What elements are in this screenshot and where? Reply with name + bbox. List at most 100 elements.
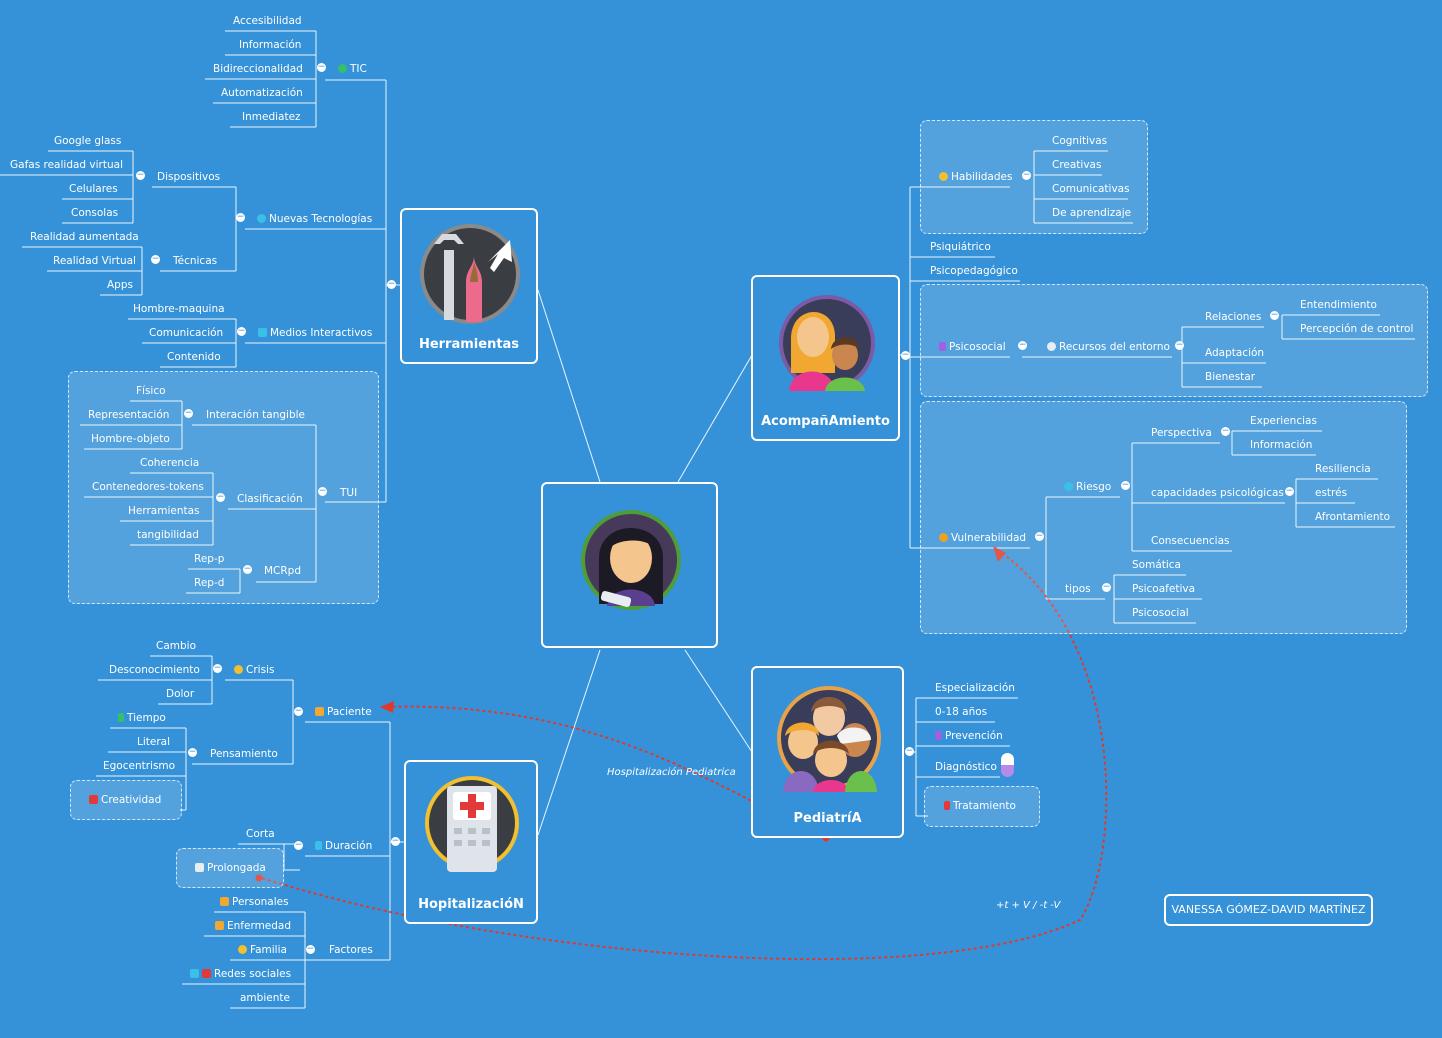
author-label[interactable]: VANESSA GÓMEZ-DAVID MARTÍNEZ [1164,894,1373,926]
capacidades-item[interactable]: Resiliencia [1315,463,1371,475]
collapse-toggle[interactable]: − [184,408,193,418]
habilidades-item[interactable]: Creativas [1052,159,1102,171]
collapse-toggle[interactable]: − [387,279,396,289]
collapse-toggle[interactable]: − [188,747,197,757]
tic-item[interactable]: Bidireccionalidad [213,63,303,75]
collapse-toggle[interactable]: − [391,836,400,846]
tic-item[interactable]: Inmediatez [242,111,301,123]
habilidades-topic[interactable]: Habilidades [939,170,1012,184]
diagnostico-topic[interactable]: Diagnóstico [935,761,997,773]
adaptacion-topic[interactable]: Adaptación [1205,347,1265,359]
collapse-toggle[interactable]: − [1102,582,1111,592]
medios-topic[interactable]: Medios Interactivos [258,326,372,340]
pensamiento-item[interactable]: Literal [137,736,171,748]
relaciones-item[interactable]: Percepción de control [1300,323,1414,335]
familia-topic[interactable]: Familia [238,943,287,957]
psicopedagogico-topic[interactable]: Psicopedagógico [930,265,1018,277]
psicosocial-topic[interactable]: Psicosocial [939,340,1006,354]
collapse-toggle[interactable]: − [901,350,910,360]
vulnerabilidad-topic[interactable]: Vulnerabilidad [939,531,1026,545]
medios-item[interactable]: Contenido [167,351,221,363]
pensamiento-topic[interactable]: Pensamiento [210,748,278,760]
factores-topic[interactable]: Factores [329,944,373,956]
perspectiva-topic[interactable]: Perspectiva [1151,427,1212,439]
collapse-toggle[interactable]: − [1285,486,1294,496]
hospitalizacion-card[interactable]: HopitalizacióN [404,760,538,924]
crisis-item[interactable]: Desconocimiento [109,664,200,676]
clasificacion-item[interactable]: tangibilidad [137,529,199,541]
collapse-toggle[interactable]: − [294,840,303,850]
collapse-toggle[interactable]: − [1035,531,1044,541]
collapse-toggle[interactable]: − [294,706,303,716]
prolongada-topic[interactable]: Prolongada [195,861,266,875]
collapse-toggle[interactable]: − [1175,340,1184,350]
nuevas-tecnologias-topic[interactable]: Nuevas Tecnologías [257,212,372,226]
central-topic-card[interactable] [541,482,718,648]
tic-item[interactable]: Accesibilidad [233,15,302,27]
pensamiento-item[interactable]: Egocentrismo [103,760,176,772]
acompanamiento-card[interactable]: AcompañAmiento [751,275,900,441]
collapse-toggle[interactable]: − [318,486,327,496]
dispositivos-topic[interactable]: Dispositivos [157,171,221,183]
crisis-item[interactable]: Cambio [156,640,197,652]
collapse-toggle[interactable]: − [1018,340,1027,350]
tui-topic[interactable]: TUI [340,487,358,499]
relation-label-hospitalizacion-pediatrica[interactable]: Hospitalización Pediatrica [607,767,736,778]
collapse-toggle[interactable]: − [317,62,326,72]
duracion-item[interactable]: Corta [246,828,275,840]
interaccion-item[interactable]: Físico [136,385,166,397]
tratamiento-topic[interactable]: Tratamiento [944,799,1016,813]
tic-item[interactable]: Información [239,39,302,51]
collapse-toggle[interactable]: − [1022,170,1031,180]
prevencion-topic[interactable]: Prevención [935,729,1003,743]
mcrpd-topic[interactable]: MCRpd [264,565,302,577]
clasificacion-topic[interactable]: Clasificación [237,493,303,505]
perspectiva-item[interactable]: Experiencias [1250,415,1317,427]
tecnicas-topic[interactable]: Técnicas [173,255,218,267]
tecnicas-item[interactable]: Apps [107,279,133,291]
crisis-topic[interactable]: Crisis [234,663,274,677]
tipos-item[interactable]: Somática [1132,559,1181,571]
pediatria-item[interactable]: 0-18 años [935,706,988,718]
consecuencias-topic[interactable]: Consecuencias [1151,535,1230,547]
dispositivos-item[interactable]: Celulares [69,183,118,195]
perspectiva-item[interactable]: Información [1250,439,1313,451]
tic-topic[interactable]: TIC [338,62,367,76]
pediatria-item[interactable]: Especialización [935,682,1015,694]
bienestar-topic[interactable]: Bienestar [1205,371,1256,383]
duracion-topic[interactable]: Duración [315,839,372,853]
clasificacion-item[interactable]: Coherencia [140,457,200,469]
paciente-topic[interactable]: Paciente [315,705,372,719]
relation-label-formula[interactable]: +t + V / -t -V [996,900,1061,911]
collapse-toggle[interactable]: − [1221,426,1230,436]
mcrpd-item[interactable]: Rep-d [194,577,225,589]
dispositivos-item[interactable]: Consolas [71,207,119,219]
enfermedad-topic[interactable]: Enfermedad [215,919,291,933]
factores-item[interactable]: ambiente [240,992,290,1004]
capacidades-item[interactable]: Afrontamiento [1315,511,1391,523]
tiempo-topic[interactable]: Tiempo [118,711,166,725]
collapse-toggle[interactable]: − [243,564,252,574]
personales-topic[interactable]: Personales [220,895,289,909]
capacidades-item[interactable]: estrés [1315,487,1348,499]
habilidades-item[interactable]: Comunicativas [1052,183,1130,195]
collapse-toggle[interactable]: − [213,663,222,673]
tipos-item[interactable]: Psicoafetiva [1132,583,1196,595]
interaccion-item[interactable]: Representación [88,409,170,421]
collapse-toggle[interactable]: − [136,170,145,180]
crisis-item[interactable]: Dolor [166,688,195,700]
tipos-topic[interactable]: tipos [1065,583,1091,595]
relaciones-topic[interactable]: Relaciones [1205,311,1262,323]
interaccion-topic[interactable]: Interación tangible [206,409,306,421]
psiquiatrico-topic[interactable]: Psiquiátrico [930,241,991,253]
collapse-toggle[interactable]: − [1121,480,1130,490]
collapse-toggle[interactable]: − [1270,310,1279,320]
clasificacion-item[interactable]: Contenedores-tokens [92,481,204,493]
tipos-item[interactable]: Psicosocial [1132,607,1189,619]
redes-sociales-topic[interactable]: Redes sociales [190,967,291,981]
pediatria-card[interactable]: PediatríA [751,666,904,838]
capacidades-topic[interactable]: capacidades psicológicas [1151,487,1284,499]
recursos-topic[interactable]: Recursos del entorno [1047,340,1170,354]
tecnicas-item[interactable]: Realidad Virtual [53,255,136,267]
habilidades-item[interactable]: Cognitivas [1052,135,1108,147]
